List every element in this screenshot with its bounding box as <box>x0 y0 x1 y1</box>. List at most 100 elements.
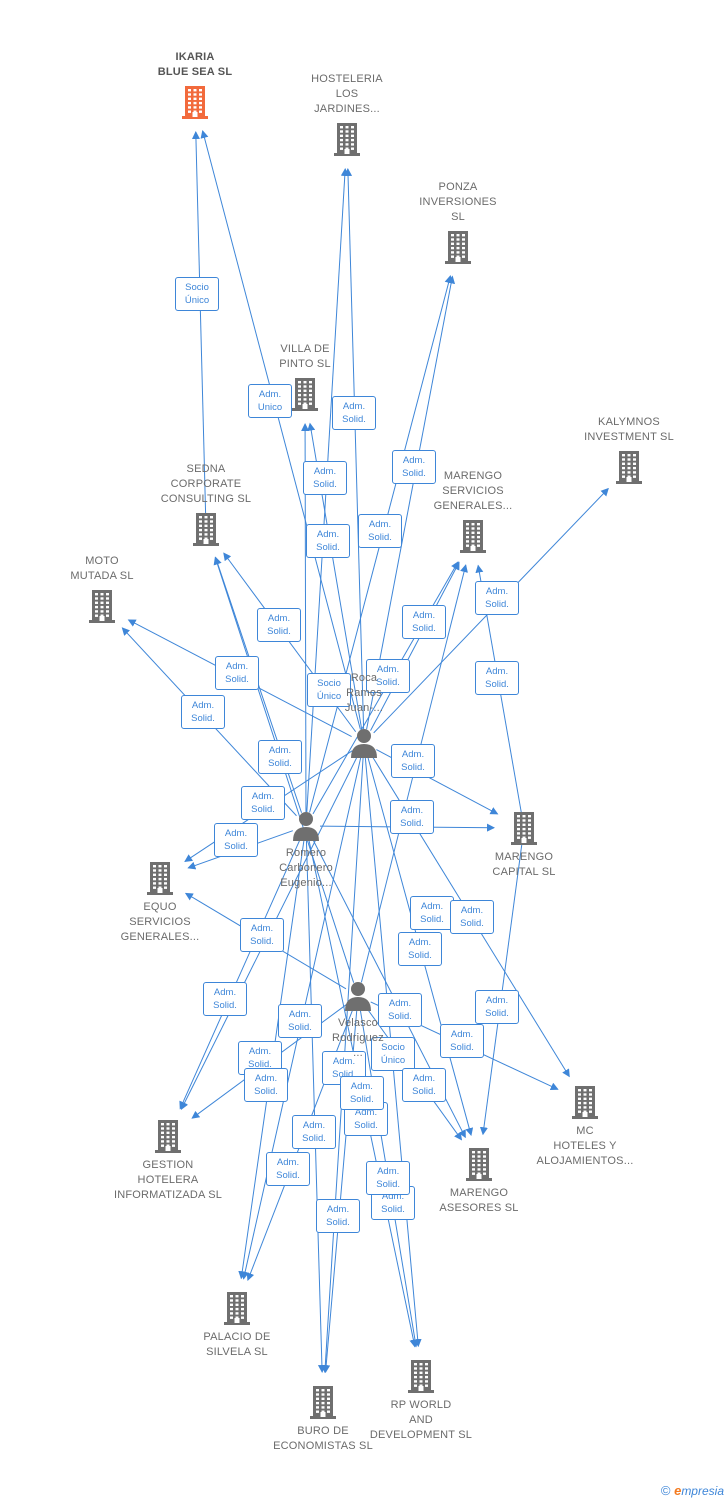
ikaria-building-icon[interactable] <box>182 85 208 124</box>
footer-brand: © empresia <box>661 1483 724 1498</box>
edge-label-badge[interactable]: Adm.Solid. <box>257 608 301 642</box>
edge-label-badge[interactable]: Adm.Solid. <box>392 450 436 484</box>
edge-label-line: Solid. <box>381 1204 405 1215</box>
edge-label-line: Solid. <box>224 841 248 852</box>
marengo_ase-building-icon[interactable] <box>466 1147 492 1186</box>
edge-label-line: Solid. <box>267 626 291 637</box>
company-label-line: LOS <box>335 88 359 100</box>
edge-label-badge[interactable]: Adm.Solid. <box>292 1115 336 1149</box>
buro-building-icon[interactable] <box>310 1385 336 1424</box>
company-label-line: PINTO SL <box>279 358 331 370</box>
edge-label-line: Solid. <box>376 677 400 688</box>
gestion-building-icon[interactable] <box>155 1119 181 1158</box>
edge-label-badge[interactable]: Adm.Solid. <box>402 605 446 639</box>
edge-label-badge[interactable]: Adm.Solid. <box>203 982 247 1016</box>
kalymnos-building-icon[interactable] <box>616 450 642 489</box>
edge-label-badge[interactable]: Adm.Solid. <box>214 823 258 857</box>
edge-label-line: Adm. <box>251 791 275 802</box>
edge-label-badge[interactable]: Adm. Solid. <box>241 786 285 820</box>
company-label-line: INFORMATIZADA SL <box>113 1189 223 1201</box>
edge-label-badge[interactable]: Adm.Solid. <box>358 514 402 548</box>
edge-label-badge[interactable]: Adm.Solid. <box>181 695 225 729</box>
edge-label-badge[interactable]: Adm.Solid. <box>366 659 410 693</box>
ponza-building-icon[interactable] <box>445 230 471 269</box>
company-label-line: BURO DE <box>297 1425 349 1437</box>
edge-label-line: Adm. <box>288 1009 312 1020</box>
edge-label-badge[interactable]: Adm.Solid. <box>278 1004 322 1038</box>
edge-label-badge[interactable]: Adm.Solid. <box>306 524 350 558</box>
edge-label-badge[interactable]: Adm.Solid. <box>240 918 284 952</box>
edge-label-badge[interactable]: Adm.Solid. <box>316 1199 360 1233</box>
edge-label-line: Socio <box>381 1042 405 1053</box>
edge-label-badge[interactable]: Adm.Solid. <box>450 900 494 934</box>
edge-label-badge[interactable]: Adm.Solid. <box>475 661 519 695</box>
edge-label-badge[interactable]: Adm.Solid. <box>266 1152 310 1186</box>
edge-label-line: Solid. <box>251 804 275 815</box>
company-label-line: AND <box>409 1414 433 1426</box>
edge-label-badge[interactable]: Adm.Solid. <box>390 800 434 834</box>
edge-label-badge[interactable]: Adm.Unico <box>248 384 292 418</box>
edge-label-badge[interactable]: Adm.Solid. <box>391 744 435 778</box>
villa-building-icon[interactable] <box>292 377 318 416</box>
p1-person-icon[interactable] <box>350 728 378 763</box>
copyright-symbol: © <box>660 1483 671 1498</box>
person-label-line: Roca <box>350 672 378 684</box>
edge-label-line: Solid. <box>213 1000 237 1011</box>
edge-label-badge[interactable]: Adm.Solid. <box>475 581 519 615</box>
edge-label-badge[interactable]: Adm.Solid. <box>215 656 259 690</box>
edge-label-badge[interactable]: Adm. Solid. <box>398 932 442 966</box>
edge-label-badge[interactable]: Adm.Solid. <box>475 990 519 1024</box>
moto-building-icon[interactable] <box>89 589 115 628</box>
p3-person-icon[interactable] <box>344 981 372 1016</box>
edge-label-badge[interactable]: Adm.Solid. <box>440 1024 484 1058</box>
edge-label-badge[interactable]: Adm.Solid. <box>410 896 454 930</box>
marengo_cap-building-icon[interactable] <box>511 811 537 850</box>
edge-label-line: Solid. <box>450 1042 474 1053</box>
edge-label-badge[interactable]: Adm.Solid. <box>378 993 422 1027</box>
edge-label-badge[interactable]: Adm.Solid. <box>366 1161 411 1196</box>
edge-label-badge[interactable]: Adm.Solid. <box>244 1068 288 1102</box>
mc-building-icon[interactable] <box>572 1085 598 1124</box>
hosteleria-building-icon[interactable] <box>334 122 360 161</box>
edge-label-line: Solid. <box>408 950 432 961</box>
edge-label-line: Adm. <box>408 937 432 948</box>
edge-label-badge[interactable]: Adm.Solid. <box>303 461 347 495</box>
marengo_serv-building-icon[interactable] <box>460 519 486 558</box>
equo-building-icon[interactable] <box>147 861 173 900</box>
company-label-line: CORPORATE <box>170 478 242 490</box>
edge-label-line: Solid. <box>342 414 366 425</box>
edge-label-line: Solid. <box>485 1008 509 1019</box>
edge-label-line: Adm. <box>350 1081 373 1093</box>
rp-building-icon[interactable] <box>408 1359 434 1398</box>
edge-label-badge[interactable]: Adm.Solid. <box>339 1076 384 1111</box>
person-label-line: ... <box>353 1047 363 1059</box>
edge-label-badge[interactable]: Adm.Solid. <box>402 1068 446 1102</box>
edge-label-badge[interactable]: Adm.Solid. <box>258 740 302 774</box>
palacio-building-icon[interactable] <box>224 1291 250 1330</box>
sedna-building-icon[interactable] <box>193 512 219 551</box>
p2-person-icon[interactable] <box>292 811 320 846</box>
edge-label-badge[interactable]: Adm.Solid. <box>332 396 376 430</box>
